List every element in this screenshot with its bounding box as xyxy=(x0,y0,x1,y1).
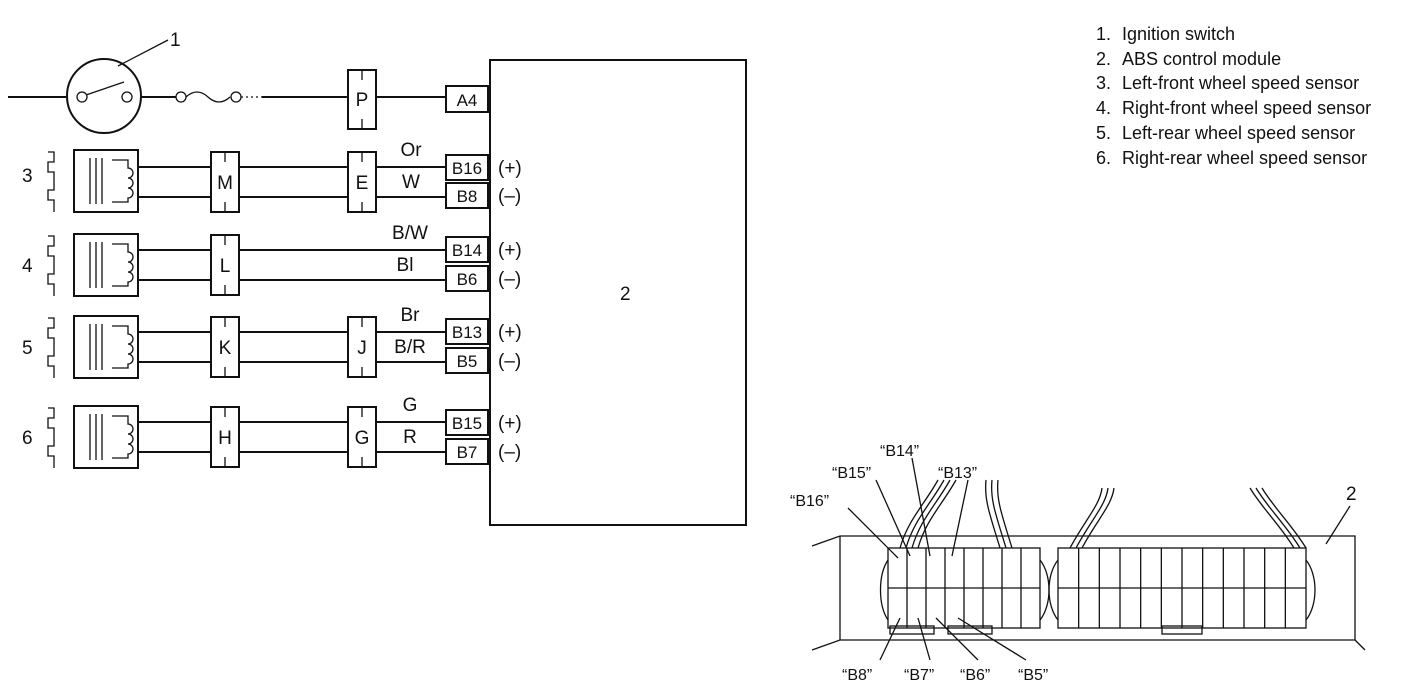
connector-m-label: M xyxy=(217,173,233,194)
legend-item-number: 2. xyxy=(1096,48,1112,69)
wire-b8-color: W xyxy=(402,172,420,193)
legend-item-text: Left-rear wheel speed sensor xyxy=(1122,122,1356,143)
polarity-minus: (–) xyxy=(498,351,521,372)
polarity-minus: (–) xyxy=(498,186,521,207)
legend-item-number: 4. xyxy=(1096,98,1112,119)
connector-g-label: G xyxy=(355,428,370,449)
module-connector-view: 2 xyxy=(790,443,1366,684)
connector-h-label: H xyxy=(218,428,232,449)
connector-k-label: K xyxy=(219,338,232,359)
fuse xyxy=(175,91,348,103)
polarity-minus: (–) xyxy=(498,442,521,463)
polarity-plus: (+) xyxy=(498,322,522,343)
wire-b15-color: G xyxy=(403,395,418,416)
connector-p: P xyxy=(347,69,377,130)
legend-item: 6. Right-rear wheel speed sensor xyxy=(1096,146,1401,171)
legend-item-text: Left-front wheel speed sensor xyxy=(1122,73,1360,94)
view-label-b14: “B14” xyxy=(880,443,919,460)
sensor-lf-callout: 3 xyxy=(22,166,33,187)
legend: 1. Ignition switch 2. ABS control module 3… xyxy=(1096,22,1401,170)
abs-control-module xyxy=(489,59,747,526)
view-label-b7: “B7” xyxy=(904,667,934,684)
wire-b13-color: Br xyxy=(401,305,421,326)
view-label-b15: “B15” xyxy=(832,465,871,482)
view-label-b5: “B5” xyxy=(1018,667,1048,684)
legend-item-number: 3. xyxy=(1096,73,1112,94)
terminal-b14-label: B14 xyxy=(452,241,482,260)
legend-item-number: 6. xyxy=(1096,147,1112,168)
view-label-b8: “B8” xyxy=(842,667,872,684)
terminal-b6-label: B6 xyxy=(457,270,478,289)
legend-item-text: ABS control module xyxy=(1122,48,1282,69)
sensor-lr-callout: 5 xyxy=(22,338,33,359)
connector-j-label: J xyxy=(357,338,367,359)
view-label-b6: “B6” xyxy=(960,667,990,684)
polarity-plus: (+) xyxy=(498,158,522,179)
legend-item-text: Right-rear wheel speed sensor xyxy=(1122,147,1368,168)
polarity-plus: (+) xyxy=(498,240,522,261)
ignition-switch: 1 xyxy=(8,30,181,134)
wire-b7-color: R xyxy=(403,427,417,448)
terminal-b5-label: B5 xyxy=(457,352,478,371)
legend-item: 5. Left-rear wheel speed sensor xyxy=(1096,121,1401,146)
terminal-b15-label: B15 xyxy=(452,414,482,433)
legend-item: 2. ABS control module xyxy=(1096,47,1401,72)
ignition-callout: 1 xyxy=(170,30,181,51)
legend-item: 3. Left-front wheel speed sensor xyxy=(1096,71,1401,96)
legend-item-number: 5. xyxy=(1096,122,1112,143)
terminal-a4 xyxy=(445,85,489,113)
wire-b5-color: B/R xyxy=(394,337,426,358)
polarity-plus: (+) xyxy=(498,413,522,434)
sensor-right-rear: 6 H G G R B15 B7 (+) (–) xyxy=(22,395,522,469)
terminal-b7-label: B7 xyxy=(457,443,478,462)
view-label-b16: “B16” xyxy=(790,493,829,510)
terminal-b8-label: B8 xyxy=(457,187,478,206)
legend-item: 4. Right-front wheel speed sensor xyxy=(1096,96,1401,121)
module-view-callout: 2 xyxy=(1346,484,1357,505)
wire-b6-color: Bl xyxy=(397,255,414,276)
legend-item-text: Ignition switch xyxy=(1122,24,1236,44)
connector-p-label: P xyxy=(356,90,369,111)
connector-l-label: L xyxy=(220,256,231,277)
module-callout: 2 xyxy=(620,284,631,305)
sensor-right-front: 4 L B/W Bl B14 B6 (+) (–) xyxy=(22,223,522,297)
view-label-b13: “B13” xyxy=(938,465,977,482)
sensor-rf-callout: 4 xyxy=(22,256,33,277)
legend-item: 1. Ignition switch xyxy=(1096,22,1401,47)
terminal-b13-label: B13 xyxy=(452,323,482,342)
legend-item-text: Right-front wheel speed sensor xyxy=(1122,98,1372,119)
sensor-rr-callout: 6 xyxy=(22,428,33,449)
sensor-left-rear: 5 K J Br B/R B13 B5 (+) (–) xyxy=(22,305,522,379)
terminal-a4-label: A4 xyxy=(457,91,478,110)
wire-b14-color: B/W xyxy=(392,223,428,244)
terminal-b16-label: B16 xyxy=(452,159,482,178)
connector-e-label: E xyxy=(356,173,369,194)
polarity-minus: (–) xyxy=(498,269,521,290)
legend-item-number: 1. xyxy=(1096,24,1112,44)
wire-b16-color: Or xyxy=(400,140,422,161)
sensor-left-front: 3 M E Or W B16 B8 (+) (–) xyxy=(22,140,522,213)
